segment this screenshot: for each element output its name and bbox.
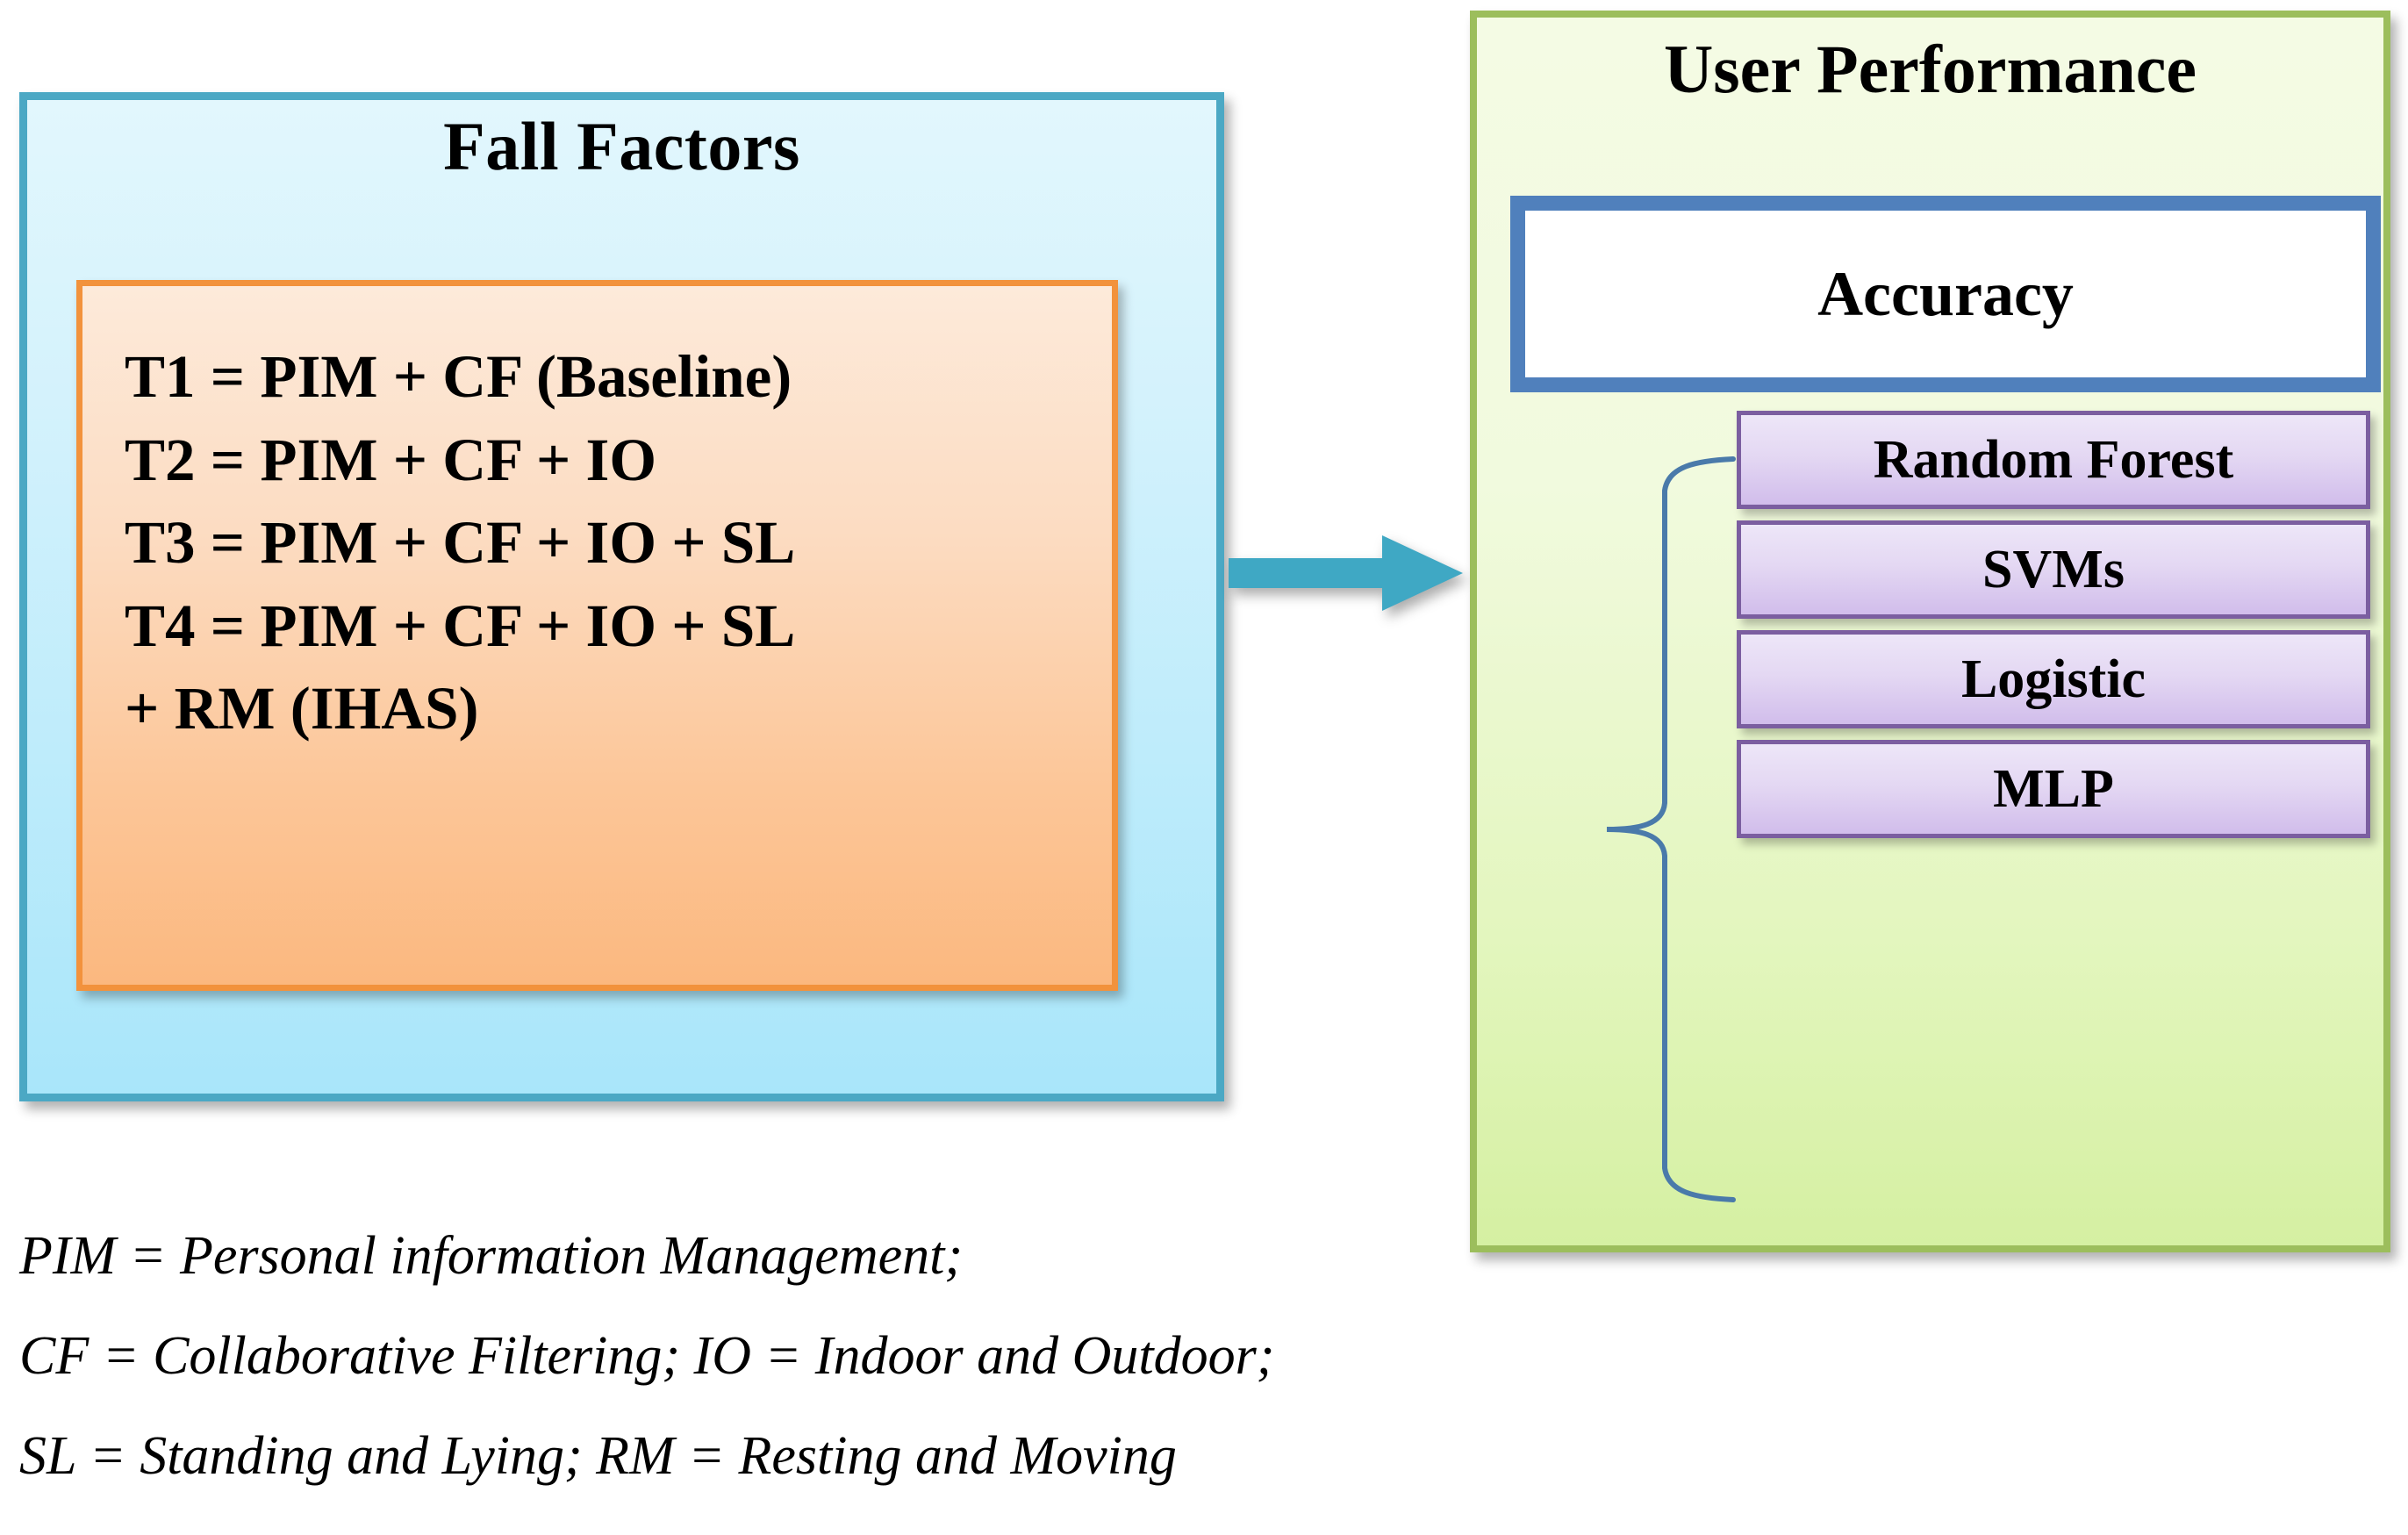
factor-line-t1: T1 = PIM + CF (Baseline) [125, 343, 792, 410]
fall-factors-title: Fall Factors [443, 108, 800, 184]
legend-line-cf-io: CF = Collaborative Filtering; IO = Indoo… [19, 1326, 1275, 1386]
fall-factors-list-box: T1 = PIM + CF (Baseline) T2 = PIM + CF +… [76, 280, 1118, 991]
factor-line-t4-cont: + RM (IHAS) [125, 675, 479, 742]
classifier-label: Random Forest [1873, 429, 2234, 490]
classifier-box-logistic[interactable]: Logistic [1737, 630, 2370, 728]
legend-line-pim: PIM = Personal information Management; [19, 1226, 964, 1286]
accuracy-box: Accuracy [1510, 196, 2381, 392]
classifier-label: SVMs [1982, 539, 2125, 599]
classifier-label: Logistic [1960, 649, 2146, 709]
factor-line-t3: T3 = PIM + CF + IO + SL [125, 509, 796, 577]
factor-line-t4: T4 = PIM + CF + IO + SL [125, 592, 796, 659]
classifier-box-mlp[interactable]: MLP [1737, 740, 2370, 838]
classifier-list: Random Forest SVMs Logistic MLP [1737, 411, 2370, 850]
classifier-box-random-forest[interactable]: Random Forest [1737, 411, 2370, 509]
factor-line-t2: T2 = PIM + CF + IO [125, 426, 657, 493]
abbreviation-legend: PIM = Personal information Management; C… [19, 1229, 1441, 1529]
classifier-label: MLP [1993, 758, 2114, 819]
user-performance-panel: User Performance Accuracy Random Forest … [1470, 11, 2390, 1252]
accuracy-label: Accuracy [1817, 258, 2074, 329]
classifier-box-svms[interactable]: SVMs [1737, 520, 2370, 619]
fall-factors-panel: Fall Factors T1 = PIM + CF (Baseline) T2… [19, 92, 1224, 1101]
left-curly-brace-icon [1606, 456, 1736, 1202]
user-performance-title: User Performance [1663, 31, 2197, 107]
legend-line-sl-rm: SL = Standing and Lying; RM = Resting an… [19, 1426, 1177, 1486]
flow-arrow-icon [1229, 535, 1463, 611]
fall-factors-list: T1 = PIM + CF (Baseline) T2 = PIM + CF +… [125, 335, 1103, 750]
